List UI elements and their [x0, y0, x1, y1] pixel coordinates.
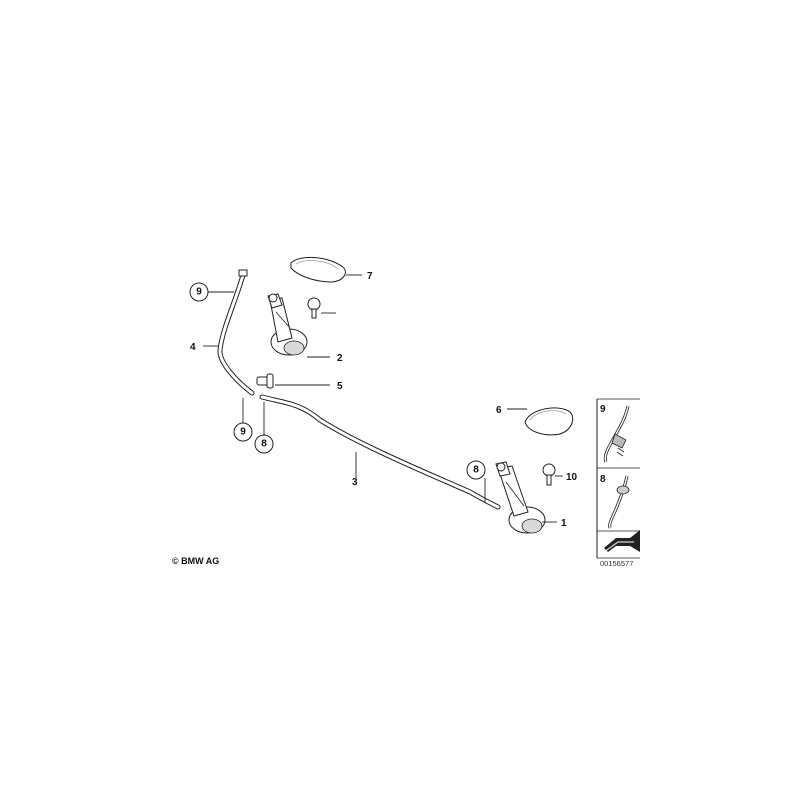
hose-end-cap: [238, 269, 248, 277]
callout-10: 10: [566, 472, 578, 483]
document-number: 00156577: [600, 559, 633, 568]
callout-4: 4: [190, 342, 196, 353]
hose-4: [217, 269, 255, 396]
screw-10: [542, 463, 556, 486]
cover-cap-7: [290, 256, 346, 283]
legend-label-9: 9: [600, 404, 606, 415]
legend-panel: 9 8 00156577: [596, 398, 640, 568]
svg-text:9: 9: [196, 287, 202, 298]
callout-9-lower: 9: [233, 422, 253, 442]
callout-5: 5: [337, 381, 343, 392]
legend-clip-9-icon: [603, 405, 630, 463]
svg-text:8: 8: [261, 439, 267, 450]
callout-9-left: 9: [189, 282, 209, 302]
connector-5: [256, 373, 274, 389]
svg-text:8: 8: [473, 465, 479, 476]
svg-text:9: 9: [240, 427, 246, 438]
callout-2: 2: [337, 353, 343, 364]
legend-label-8: 8: [600, 474, 606, 485]
screw-upper: [307, 297, 321, 319]
copyright-notice: © BMW AG: [172, 556, 219, 566]
cover-cap-6: [524, 407, 574, 436]
callout-3: 3: [352, 477, 358, 488]
callout-6: 6: [496, 405, 502, 416]
washer-jet-1: [495, 461, 546, 534]
leader-lines: [203, 274, 563, 523]
callout-1: 1: [561, 518, 567, 529]
hose-3: [259, 394, 501, 510]
direction-arrow-icon: [603, 530, 640, 553]
callout-7: 7: [367, 271, 373, 282]
callout-8-left: 8: [254, 434, 274, 454]
washer-jet-2: [267, 293, 308, 356]
callout-8-right: 8: [466, 460, 486, 480]
legend-clip-8-icon: [608, 475, 630, 529]
